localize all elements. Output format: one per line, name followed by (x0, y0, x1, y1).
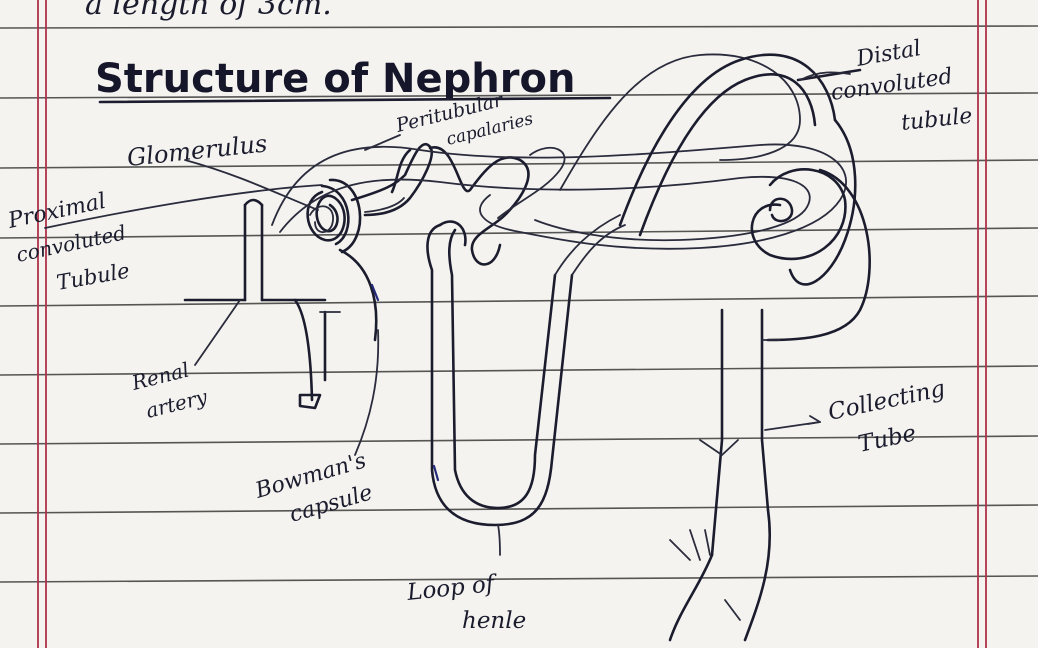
loop-pointer (498, 525, 500, 555)
label-loop-1: Loop of (405, 571, 499, 606)
label-distal-1: Distal (854, 36, 923, 72)
label-collecting-2: Tube (856, 420, 919, 458)
collecting-tube (670, 310, 780, 640)
bowman-pointer (355, 330, 378, 455)
proximal-convoluted-tubule (352, 144, 565, 264)
renal-artery-pointer (195, 300, 240, 365)
glomerulus (308, 192, 345, 240)
glomerulus-pointer (185, 160, 318, 210)
page-title: Structure of Nephron (95, 56, 575, 102)
label-distal-2: convoluted (829, 64, 954, 106)
label-collecting-1: Collecting (826, 376, 948, 426)
label-loop-2: henle (462, 608, 526, 634)
label-distal-3: tubule (900, 104, 974, 136)
label-proximal-3: Tubule (55, 258, 132, 294)
top-fragment-text: a length of 3cm. (85, 0, 332, 22)
ruled-lines (0, 26, 1038, 582)
collecting-arrowhead (808, 416, 820, 424)
